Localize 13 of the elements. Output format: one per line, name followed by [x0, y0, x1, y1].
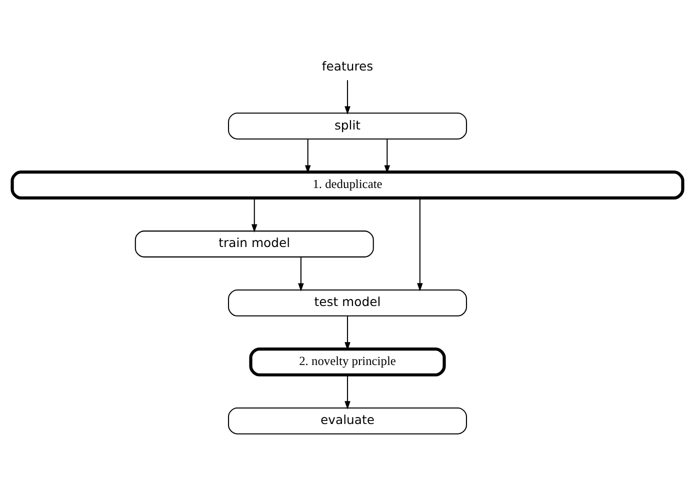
node-box: train model	[134, 230, 374, 258]
node-text: features	[322, 58, 374, 74]
arrow	[344, 375, 350, 410]
arrow	[298, 257, 304, 292]
arrow	[344, 80, 350, 115]
node-box: evaluate	[228, 407, 467, 434]
arrow	[344, 316, 350, 350]
node-box: test model	[228, 290, 467, 316]
node-box: split	[228, 112, 467, 140]
node-box: 1. deduplicate	[10, 170, 684, 200]
node-box: 2. novelty principle	[249, 347, 446, 376]
arrow	[251, 198, 258, 233]
arrow	[417, 198, 423, 292]
